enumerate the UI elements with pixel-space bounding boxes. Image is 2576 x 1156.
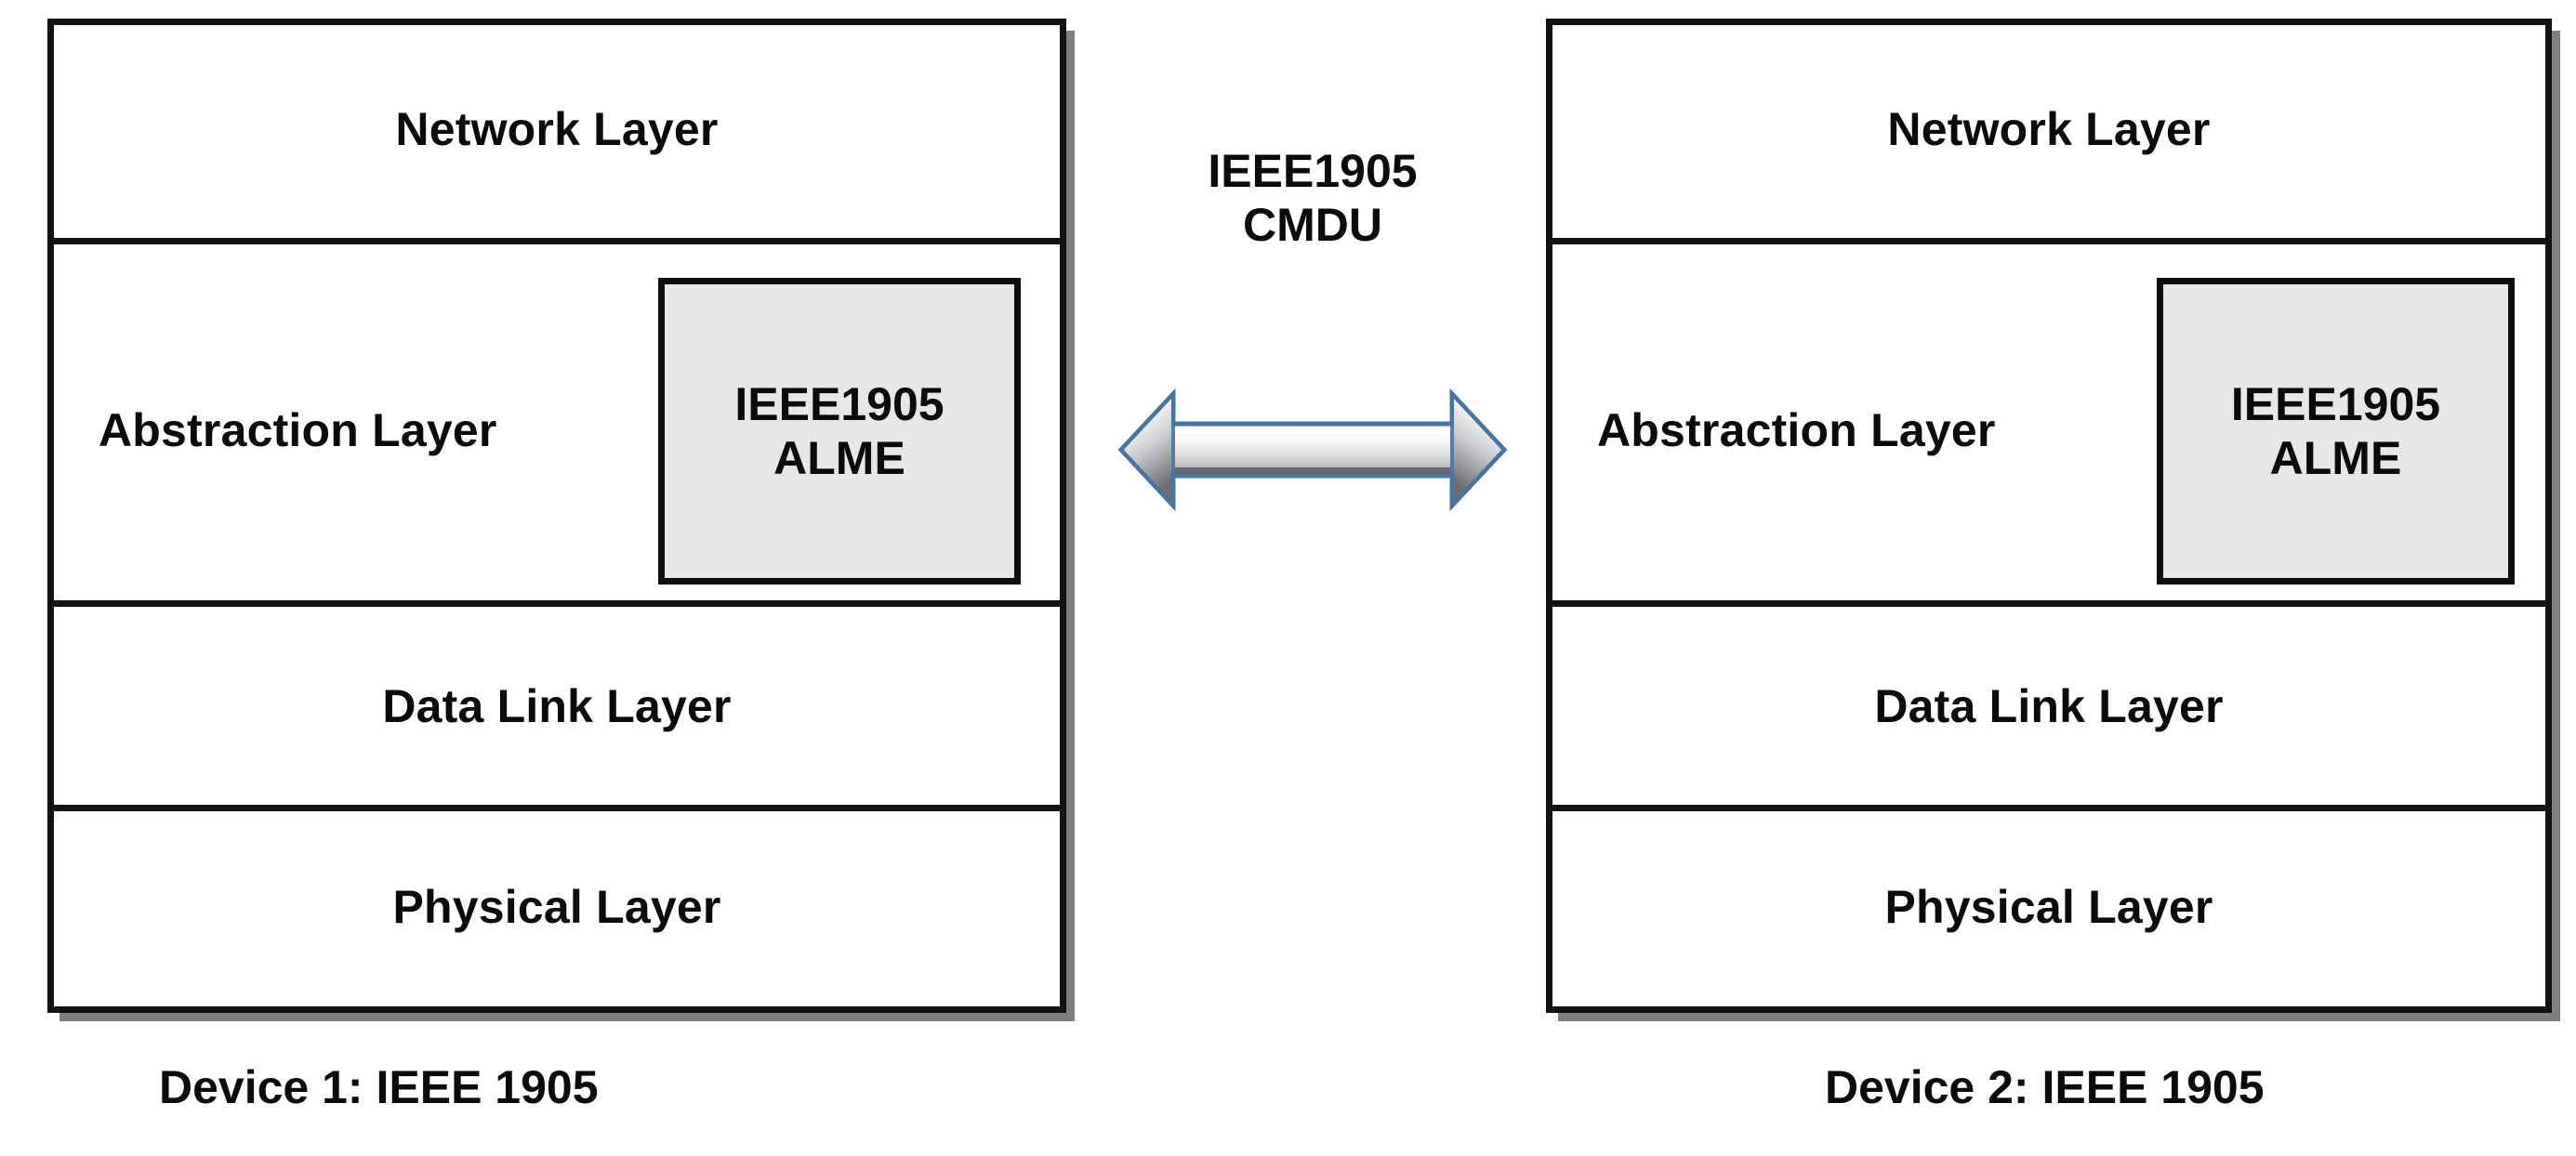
device-2-caption: Device 2: IEEE 1905 (1825, 1061, 2265, 1113)
device-1-protocol-stack: Network Layer Abstraction Layer IEEE1905… (47, 19, 1066, 1013)
device-1-stack-group: Network Layer Abstraction Layer IEEE1905… (47, 19, 1066, 1110)
double-headed-arrow-icon (1116, 379, 1510, 520)
device-1-abstraction-layer-label: Abstraction Layer (99, 404, 497, 456)
device-1-layer-abstraction[interactable]: Abstraction Layer IEEE1905 ALME (54, 238, 1060, 600)
device-2-protocol-stack: Network Layer Abstraction Layer IEEE1905… (1546, 19, 2552, 1013)
device-2-layer-network[interactable]: Network Layer (1552, 25, 2545, 238)
device-1-caption: Device 1: IEEE 1905 (159, 1061, 599, 1113)
device-1-alme-box[interactable]: IEEE1905 ALME (658, 278, 1021, 585)
device-2-layer-abstraction[interactable]: Abstraction Layer IEEE1905 ALME (1552, 238, 2545, 600)
device-1-physical-layer-label: Physical Layer (392, 881, 721, 933)
device-1-layer-network[interactable]: Network Layer (54, 25, 1060, 238)
device-2-network-layer-label: Network Layer (1887, 103, 2211, 155)
device-1-alme-label: IEEE1905 ALME (734, 378, 945, 484)
device-2-abstraction-layer-label: Abstraction Layer (1597, 404, 1996, 456)
device-2-layer-physical[interactable]: Physical Layer (1552, 805, 2545, 1006)
device-2-alme-box[interactable]: IEEE1905 ALME (2157, 278, 2515, 585)
device-1-data-link-layer-label: Data Link Layer (382, 680, 732, 732)
device-1-network-layer-label: Network Layer (395, 103, 719, 155)
device-2-alme-label: IEEE1905 ALME (2230, 378, 2441, 484)
device-2-stack-group: Network Layer Abstraction Layer IEEE1905… (1546, 19, 2552, 1110)
device-2-physical-layer-label: Physical Layer (1884, 881, 2213, 933)
device-2-layer-datalink[interactable]: Data Link Layer (1552, 600, 2545, 805)
device-1-layer-datalink[interactable]: Data Link Layer (54, 600, 1060, 805)
device-2-data-link-layer-label: Data Link Layer (1874, 680, 2224, 732)
device-1-layer-physical[interactable]: Physical Layer (54, 805, 1060, 1006)
link-label-ieee1905-cmdu: IEEE1905 CMDU (1208, 145, 1418, 251)
